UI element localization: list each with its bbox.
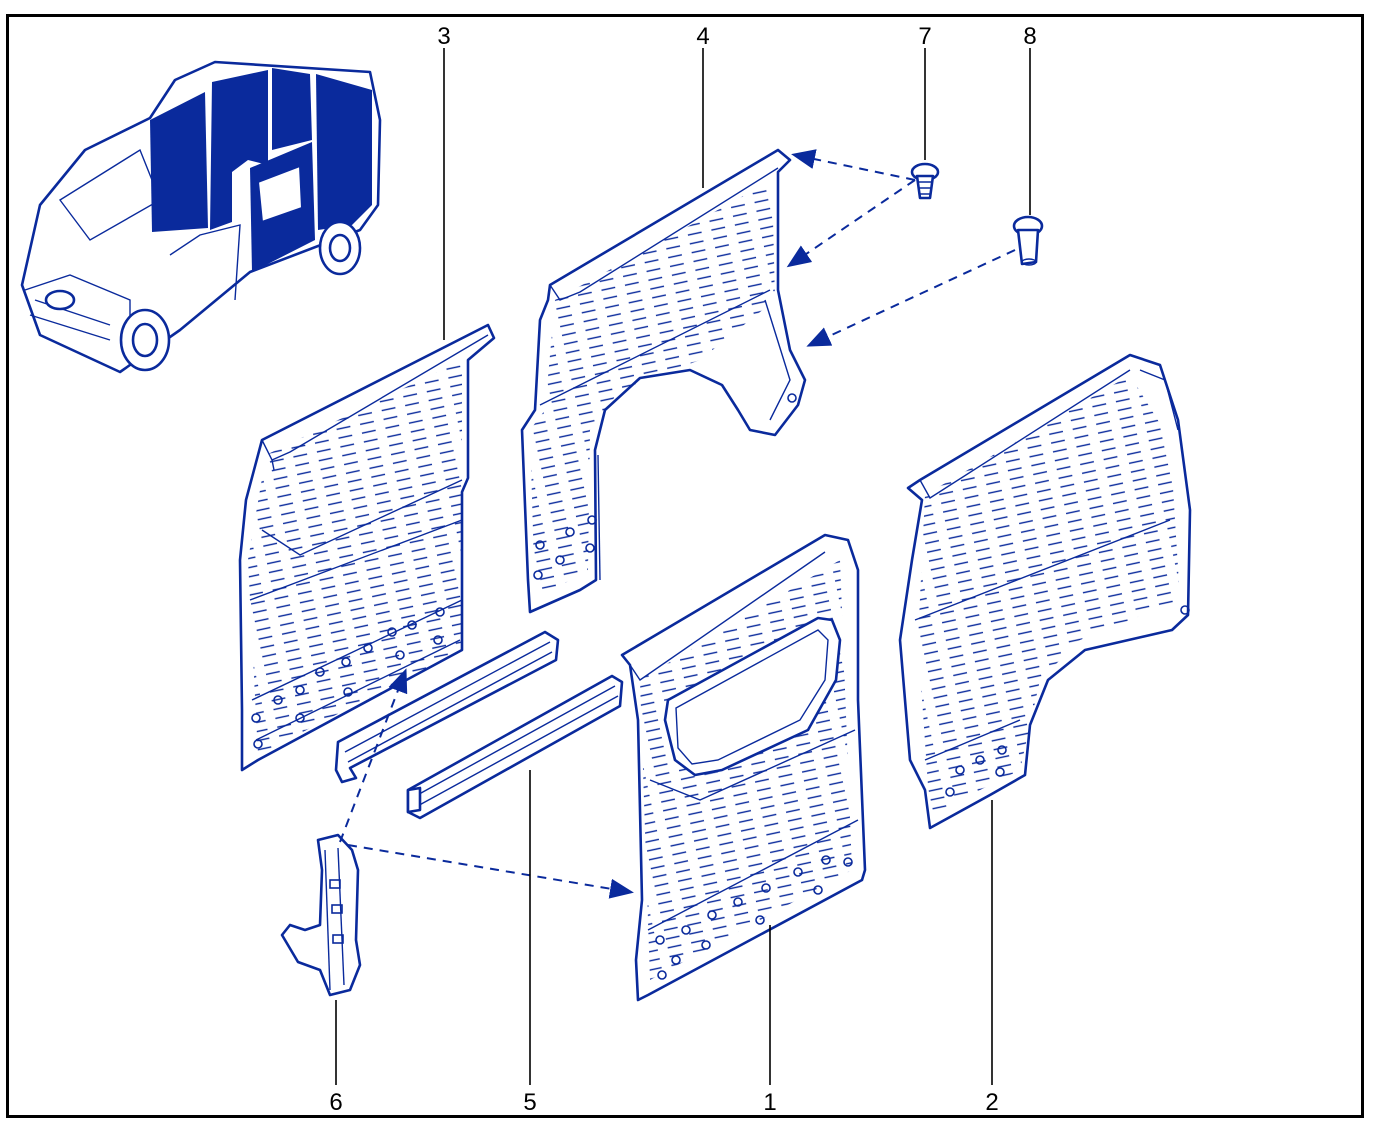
part-6-bracket bbox=[280, 833, 362, 997]
callout-8: 8 bbox=[1023, 23, 1036, 50]
callout-5: 5 bbox=[523, 1089, 536, 1116]
callout-3: 3 bbox=[437, 23, 450, 50]
callout-6: 6 bbox=[329, 1089, 342, 1116]
part-1-door bbox=[620, 533, 867, 1002]
part-2-panel bbox=[898, 353, 1192, 830]
van-thumbnail bbox=[20, 60, 382, 374]
assembly-lines bbox=[339, 149, 1016, 899]
leader-lines bbox=[335, 48, 1031, 1085]
callout-4: 4 bbox=[696, 23, 709, 50]
part-8-grommet bbox=[1012, 215, 1044, 266]
part-7-fastener bbox=[910, 162, 940, 200]
part-4-panel bbox=[520, 148, 807, 614]
part-5-rails bbox=[334, 630, 624, 820]
callout-2: 2 bbox=[985, 1089, 998, 1116]
callout-7: 7 bbox=[918, 23, 931, 50]
part-3-panel bbox=[238, 323, 496, 772]
callout-1: 1 bbox=[763, 1089, 776, 1116]
